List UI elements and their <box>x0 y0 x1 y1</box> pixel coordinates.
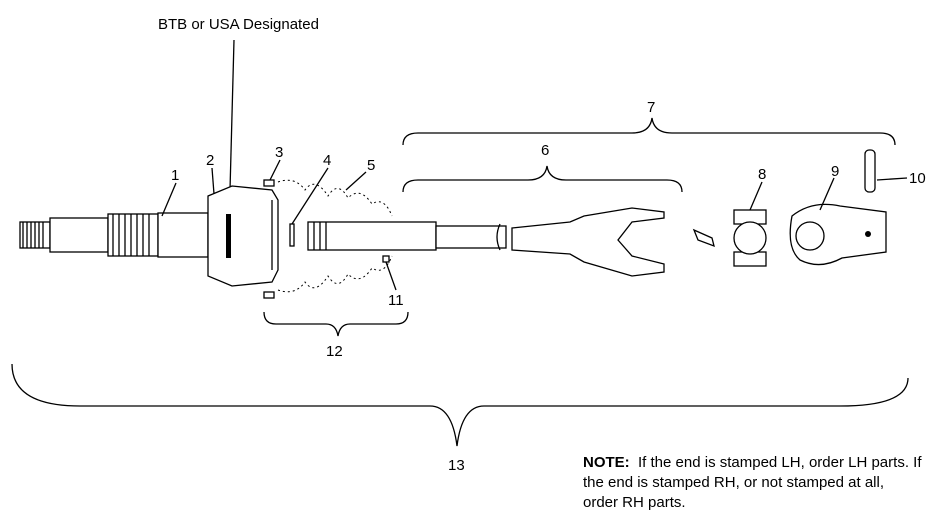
part-11-clamp <box>382 255 390 263</box>
callout-11: 11 <box>388 292 404 309</box>
leader-1 <box>161 182 177 217</box>
callout-4: 4 <box>323 152 331 169</box>
callout-12: 12 <box>326 343 343 360</box>
callout-8: 8 <box>758 166 766 183</box>
brace-12 <box>263 311 409 337</box>
leader-2 <box>211 167 215 195</box>
part-1-stub-shaft <box>19 212 209 258</box>
callout-7: 7 <box>647 99 655 116</box>
part-6-shaft-yoke <box>307 207 665 277</box>
leader-3 <box>269 159 281 181</box>
callout-10: 10 <box>909 170 926 187</box>
note-text: If the end is stamped LH, order LH parts… <box>583 454 922 511</box>
designation-title: BTB or USA Designated <box>158 16 319 33</box>
leader-11 <box>385 261 397 291</box>
callout-2: 2 <box>206 152 214 169</box>
part-9-yoke-end <box>789 203 887 266</box>
callout-5: 5 <box>367 157 375 174</box>
callout-1: 1 <box>171 167 179 184</box>
callout-9: 9 <box>831 163 839 180</box>
brace-6 <box>402 165 683 193</box>
brace-13 <box>11 363 909 447</box>
part-8-cross-bearing <box>692 209 767 267</box>
leader-5 <box>345 171 367 191</box>
callout-3: 3 <box>275 144 283 161</box>
leader-4 <box>291 167 329 225</box>
note-label: NOTE: <box>583 454 630 471</box>
leader-10 <box>876 177 908 181</box>
brace-7 <box>402 117 896 146</box>
leader-8 <box>749 181 763 211</box>
callout-6: 6 <box>541 142 549 159</box>
leader-9 <box>819 177 835 211</box>
order-note: NOTE: If the end is stamped LH, order LH… <box>583 453 923 513</box>
part-10-pin <box>864 149 876 193</box>
callout-13: 13 <box>448 457 465 474</box>
part-2-cv-housing <box>207 179 279 299</box>
part-4-clamp <box>289 223 295 247</box>
